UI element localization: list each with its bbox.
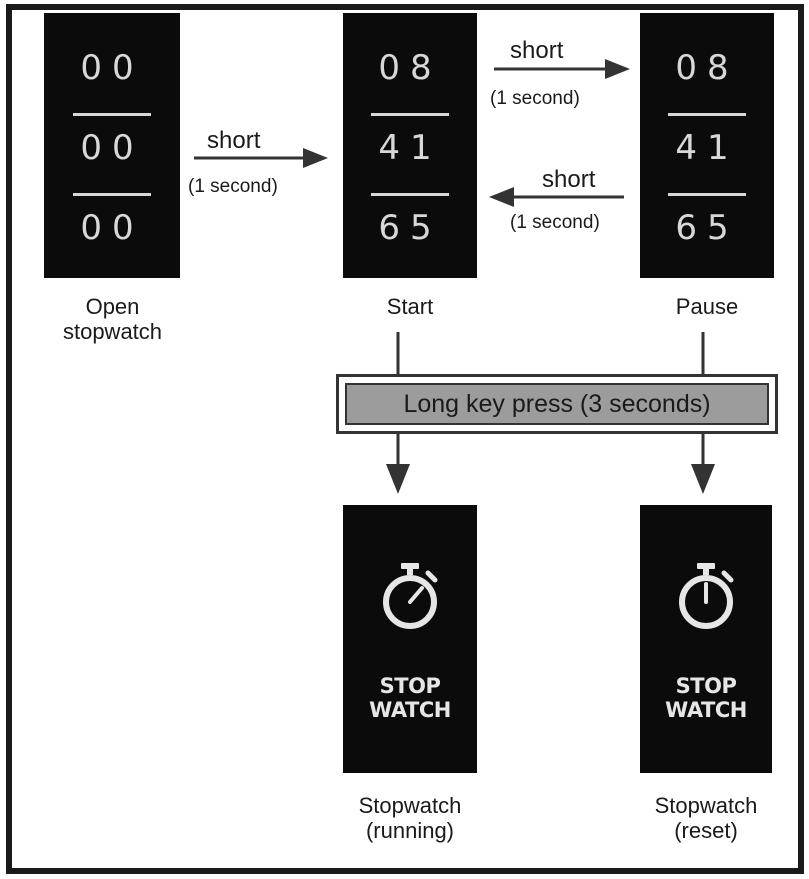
- transition-label-open-to-start: short: [207, 127, 261, 154]
- arrow-open-to-start: [194, 148, 328, 168]
- transition-label-start-to-pause: short: [510, 37, 564, 64]
- digits-row-1: 00: [80, 48, 144, 88]
- display-pause: 08 41 65: [640, 13, 774, 278]
- transition-duration-open-to-start: (1 second): [188, 176, 278, 197]
- digit-divider: [72, 193, 152, 196]
- digits-row-1: 08: [675, 48, 739, 88]
- transition-duration-pause-to-start: (1 second): [510, 212, 600, 233]
- stopwatch-icon: [679, 563, 734, 629]
- digits-row-3: 00: [80, 208, 144, 248]
- stopwatch-label-line-1: STOP: [675, 674, 737, 698]
- digit-divider: [668, 193, 746, 196]
- connector-pause-down: [691, 332, 715, 494]
- diagram-frame: [6, 4, 804, 874]
- digits-row-2: 00: [80, 128, 144, 168]
- caption-start: Start: [386, 294, 434, 319]
- connector-start-down: [386, 332, 410, 494]
- stopwatch-label-line-1: STOP: [379, 674, 441, 698]
- arrow-start-to-pause: [494, 59, 630, 79]
- digit-divider: [668, 113, 746, 116]
- long-key-press-bar: Long key press (3 seconds): [336, 374, 778, 434]
- stopwatch-icon: [383, 563, 438, 629]
- caption-stopwatch-reset: Stopwatch (reset): [654, 793, 758, 843]
- digit-divider: [371, 113, 449, 116]
- display-start: 08 41 65: [343, 13, 477, 278]
- transition-label-pause-to-start: short: [542, 166, 596, 193]
- arrow-pause-to-start: [489, 187, 624, 207]
- long-key-press-label: Long key press (3 seconds): [345, 383, 769, 425]
- digits-row-3: 65: [675, 208, 739, 248]
- digits-row-2: 41: [378, 128, 442, 168]
- caption-open-stopwatch: Open stopwatch: [62, 294, 163, 344]
- digit-divider: [371, 193, 449, 196]
- digits-row-2: 41: [675, 128, 739, 168]
- display-stopwatch-reset: STOP WATCH: [640, 505, 772, 773]
- digits-row-1: 08: [378, 48, 442, 88]
- digits-row-3: 65: [378, 208, 442, 248]
- display-open-stopwatch: 00 00 00: [44, 13, 180, 278]
- transition-duration-start-to-pause: (1 second): [490, 88, 580, 109]
- stopwatch-label-line-2: WATCH: [665, 698, 747, 722]
- display-stopwatch-running: STOP WATCH: [343, 505, 477, 773]
- caption-stopwatch-running: Stopwatch (running): [358, 793, 462, 843]
- caption-pause: Pause: [675, 294, 739, 319]
- stopwatch-label-line-2: WATCH: [369, 698, 451, 722]
- digit-divider: [72, 113, 152, 116]
